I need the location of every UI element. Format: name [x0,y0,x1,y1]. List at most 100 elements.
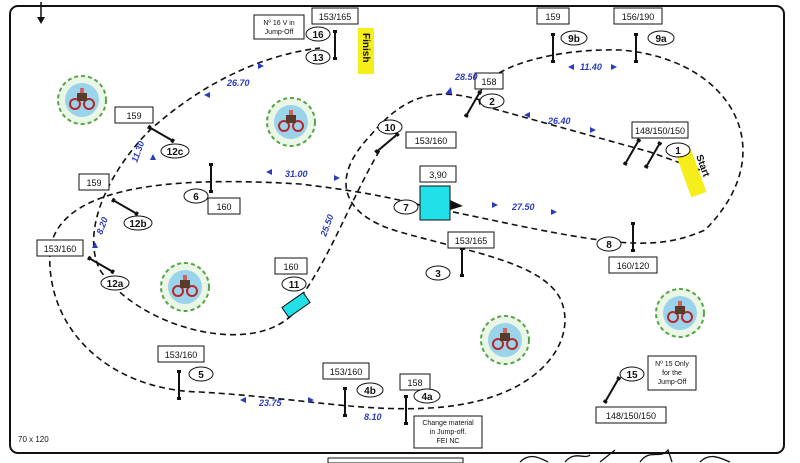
svg-text:2: 2 [489,97,495,108]
svg-text:6: 6 [193,192,199,203]
svg-text:158: 158 [407,378,422,388]
distance-label: 27.50 [511,202,535,212]
svg-text:159: 159 [86,178,101,188]
obstacle-number: 8 [596,236,622,252]
obstacle-10-icon [373,130,401,156]
svg-text:160/120: 160/120 [617,261,650,271]
svg-text:160: 160 [283,262,298,272]
finish-label: Finish [360,33,371,62]
start-flag [675,148,707,198]
svg-text:153/160: 153/160 [165,350,198,360]
svg-text:156/190: 156/190 [622,12,655,22]
obstacle-number: 15 [619,366,645,382]
distance-label: 26.70 [226,78,250,88]
svg-text:1: 1 [675,146,681,157]
svg-text:Nº 16 V in: Nº 16 V in [263,20,294,27]
svg-text:148/150/150: 148/150/150 [635,126,685,136]
flower-decoration-icon [655,288,705,338]
distance-label: 23.75 [258,398,283,408]
obstacle-number: 12c [160,143,190,159]
obstacle-number: 4b [356,382,384,398]
obstacle-6-icon [208,162,214,194]
svg-text:160: 160 [216,202,231,212]
distance-label: 25.50 [318,213,335,239]
flower-decoration-icon [266,97,316,147]
svg-text:9b: 9b [568,34,580,45]
height-box: 153/160 [405,131,457,149]
flower-decoration-icon [160,262,210,312]
distance-label: 11.40 [580,62,602,72]
height-box: 153/160 [322,362,370,380]
obstacle-number: 9a [647,30,675,46]
svg-text:4b: 4b [364,386,376,397]
distance-label: 8.20 [94,216,109,236]
height-box: 153/160 [157,345,205,363]
height-box: 153/165 [311,7,359,25]
svg-text:148/150/150: 148/150/150 [606,411,656,421]
svg-text:4a: 4a [421,392,433,403]
svg-text:9a: 9a [655,34,667,45]
svg-text:8: 8 [606,240,612,251]
obstacle-12c-icon [146,123,176,145]
svg-text:16: 16 [312,30,324,41]
obstacle-13-icon [332,29,338,61]
height-box: 3,90 [419,165,457,183]
obstacle-number: 5 [188,366,214,382]
svg-text:Jump-Off: Jump-Off [658,379,687,386]
obstacle-5-icon [176,369,182,401]
height-box: 148/150/150 [595,406,667,424]
direction-arrows [92,63,617,403]
distance-label: 28.50 [454,72,478,82]
note-jumpoff-15: Nº 15 Only for the Jump-Off [647,355,697,391]
distance-label: 31.00 [285,169,308,179]
signature [519,448,731,463]
note-jumpoff-16: Nº 16 V in Jump-Off [253,14,305,40]
height-box: 159 [78,173,110,191]
height-box: 148/150/150 [631,121,689,139]
course-line-2 [92,47,381,336]
note-change-material: Change material in Jump-off. FEI NC [413,415,483,449]
obstacle-number: 12a [100,275,130,291]
top-left-arrow-head [37,17,45,24]
obstacle-number: 1 [665,142,691,158]
flower-decoration-icon [480,315,530,365]
height-box: 160/120 [608,256,658,274]
obstacle-number: 2 [479,93,505,109]
svg-text:15: 15 [626,370,638,381]
svg-text:153/165: 153/165 [455,236,488,246]
arena-size: 70 x 120 [18,435,49,444]
svg-text:in Jump-off.: in Jump-off. [430,429,466,436]
obstacle-number: 4a [413,388,441,404]
water-arrow-icon [450,200,463,210]
obstacle-4a-icon [403,394,409,426]
svg-text:158: 158 [481,77,496,87]
svg-text:7: 7 [403,203,409,214]
svg-text:5: 5 [198,370,204,381]
svg-text:159: 159 [126,111,141,121]
height-box: 159 [114,106,154,124]
distance-label: 11.30 [129,140,146,164]
height-box: 158 [399,373,431,391]
svg-text:13: 13 [312,53,324,64]
course-line [49,49,744,410]
obstacle-number: 13 [305,49,331,65]
svg-text:10: 10 [384,123,396,134]
distance-label: 8.10 [364,412,382,422]
obstacle-number: 9b [560,30,588,46]
svg-text:3: 3 [435,269,441,280]
height-box: 156/190 [613,7,663,25]
height-box: 153/165 [447,231,495,249]
svg-text:153/160: 153/160 [330,367,363,377]
obstacle-12b-icon [110,196,140,218]
svg-text:12a: 12a [107,279,124,290]
height-box: 160 [274,257,308,275]
obstacle-number: 3 [425,265,451,281]
svg-text:3,90: 3,90 [429,170,447,180]
height-box: 159 [536,7,570,25]
obstacle-1-icon [621,137,643,167]
obstacle-11-icon [281,291,311,319]
svg-text:153/165: 153/165 [319,12,352,22]
obstacle-number: 16 [305,26,331,42]
svg-text:153/160: 153/160 [415,136,448,146]
